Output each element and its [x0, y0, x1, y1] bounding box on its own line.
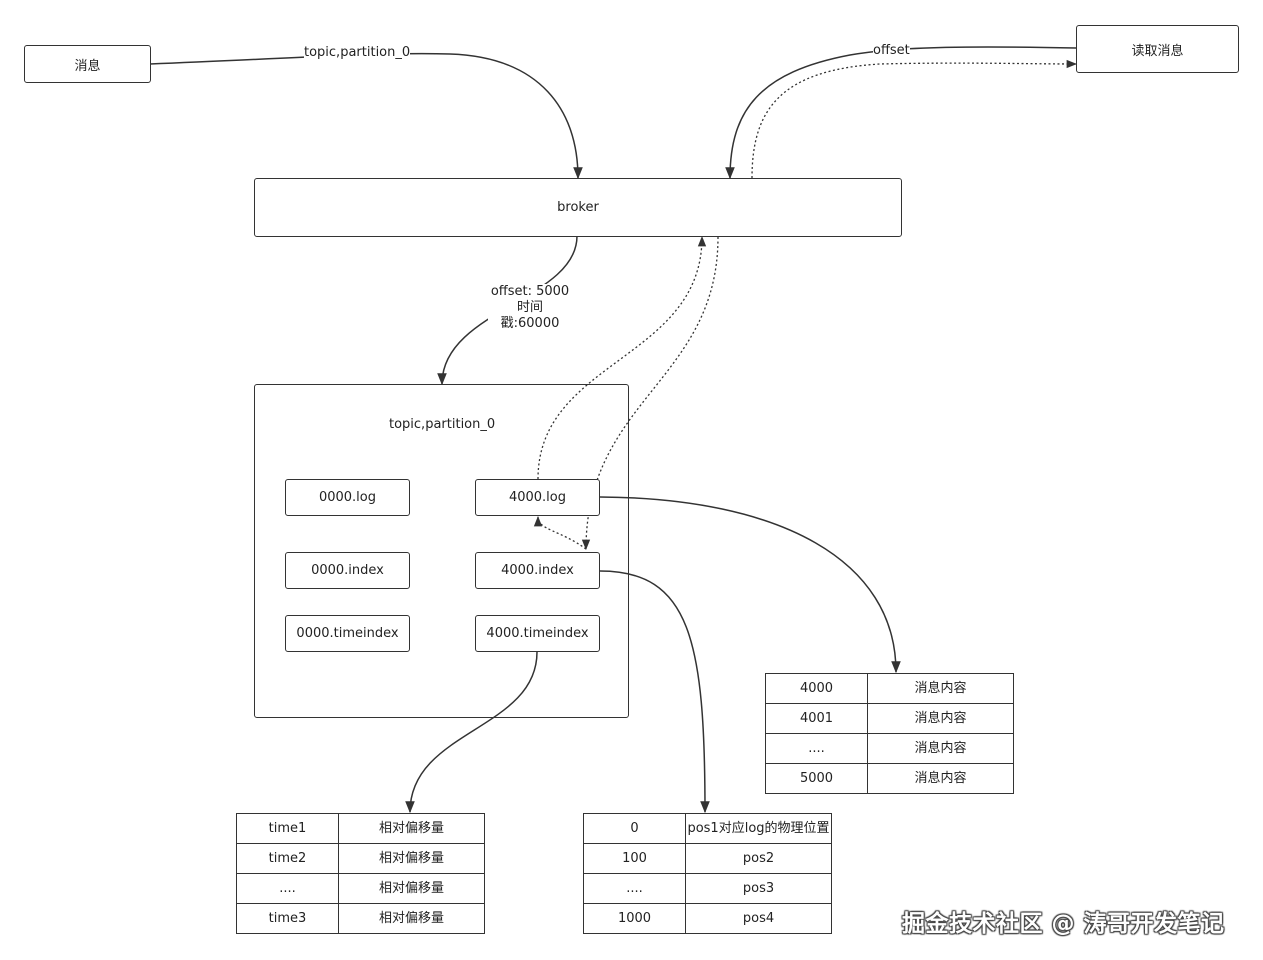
edge-consume-return [751, 59, 1078, 179]
position-cell: pos4 [685, 903, 832, 934]
file-0000-log: 0000.log [285, 479, 410, 516]
content-cell: 消息内容 [867, 703, 1014, 734]
read-message-node: 读取消息 [1076, 25, 1239, 73]
content-cell: 消息内容 [867, 733, 1014, 764]
edge-produce [149, 52, 583, 180]
file-4000-timeindex: 4000.timeindex [475, 615, 600, 652]
watermark: 掘金技术社区 @ 涛哥开发笔记 [902, 911, 1225, 937]
broker-node: broker [254, 178, 902, 237]
relative-offset-cell: 相对偏移量 [338, 813, 485, 844]
position-cell: pos1对应log的物理位置 [685, 813, 832, 844]
offset-cell: 4000 [765, 673, 868, 704]
table-row: ....pos3 [583, 873, 832, 904]
file-4000-log: 4000.log [475, 479, 600, 516]
table-row: ....消息内容 [765, 733, 1014, 764]
edge-label-consume: offset [873, 43, 910, 59]
edge-label-broker-partition: offset: 5000 时间戳:60000 [488, 284, 572, 332]
edge-log-to-table [599, 496, 901, 674]
relative-offset-cell: .... [583, 873, 686, 904]
offset-cell: 4001 [765, 703, 868, 734]
position-cell: pos3 [685, 873, 832, 904]
relative-offset-cell: 相对偏移量 [338, 843, 485, 874]
offset-cell: .... [765, 733, 868, 764]
message-node: 消息 [24, 45, 151, 83]
content-cell: 消息内容 [867, 763, 1014, 794]
file-0000-index: 0000.index [285, 552, 410, 589]
relative-offset-cell: 相对偏移量 [338, 873, 485, 904]
time-cell: .... [236, 873, 339, 904]
edge-label-timestamp: 时间戳:60000 [500, 300, 560, 331]
file-4000-index: 4000.index [475, 552, 600, 589]
relative-offset-cell: 0 [583, 813, 686, 844]
table-row: ....相对偏移量 [236, 873, 485, 904]
position-cell: pos2 [685, 843, 832, 874]
partition-container [254, 384, 629, 718]
offset-cell: 5000 [765, 763, 868, 794]
time-cell: time3 [236, 903, 339, 934]
relative-offset-cell: 100 [583, 843, 686, 874]
content-cell: 消息内容 [867, 673, 1014, 704]
relative-offset-cell: 1000 [583, 903, 686, 934]
edge-label-offset: offset: 5000 [490, 284, 570, 299]
time-cell: time2 [236, 843, 339, 874]
edge-label-produce: topic,partition_0 [304, 45, 411, 61]
relative-offset-cell: 相对偏移量 [338, 903, 485, 934]
time-cell: time1 [236, 813, 339, 844]
edge-consume [725, 46, 1077, 180]
partition-title: topic,partition_0 [389, 417, 496, 432]
file-0000-timeindex: 0000.timeindex [285, 615, 410, 652]
